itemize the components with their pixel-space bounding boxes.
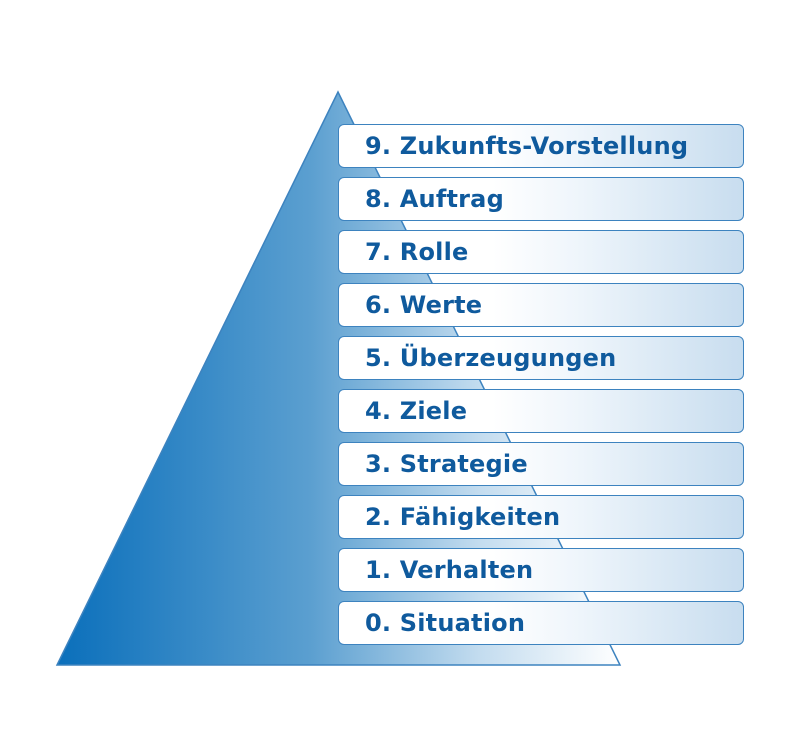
level-box-5: 5. Überzeugungen bbox=[338, 336, 744, 380]
level-label-3: 3. Strategie bbox=[365, 450, 528, 478]
level-box-7: 7. Rolle bbox=[338, 230, 744, 274]
level-box-4: 4. Ziele bbox=[338, 389, 744, 433]
level-box-0: 0. Situation bbox=[338, 601, 744, 645]
level-label-2: 2. Fähigkeiten bbox=[365, 503, 561, 531]
level-box-3: 3. Strategie bbox=[338, 442, 744, 486]
level-box-8: 8. Auftrag bbox=[338, 177, 744, 221]
level-box-6: 6. Werte bbox=[338, 283, 744, 327]
level-label-1: 1. Verhalten bbox=[365, 556, 534, 584]
level-box-9: 9. Zukunfts-Vorstellung bbox=[338, 124, 744, 168]
level-box-1: 1. Verhalten bbox=[338, 548, 744, 592]
level-label-9: 9. Zukunfts-Vorstellung bbox=[365, 132, 689, 160]
level-label-8: 8. Auftrag bbox=[365, 185, 504, 213]
level-label-4: 4. Ziele bbox=[365, 397, 468, 425]
level-label-0: 0. Situation bbox=[365, 609, 526, 637]
level-box-2: 2. Fähigkeiten bbox=[338, 495, 744, 539]
level-label-6: 6. Werte bbox=[365, 291, 483, 319]
level-label-5: 5. Überzeugungen bbox=[365, 344, 617, 372]
level-label-7: 7. Rolle bbox=[365, 238, 469, 266]
